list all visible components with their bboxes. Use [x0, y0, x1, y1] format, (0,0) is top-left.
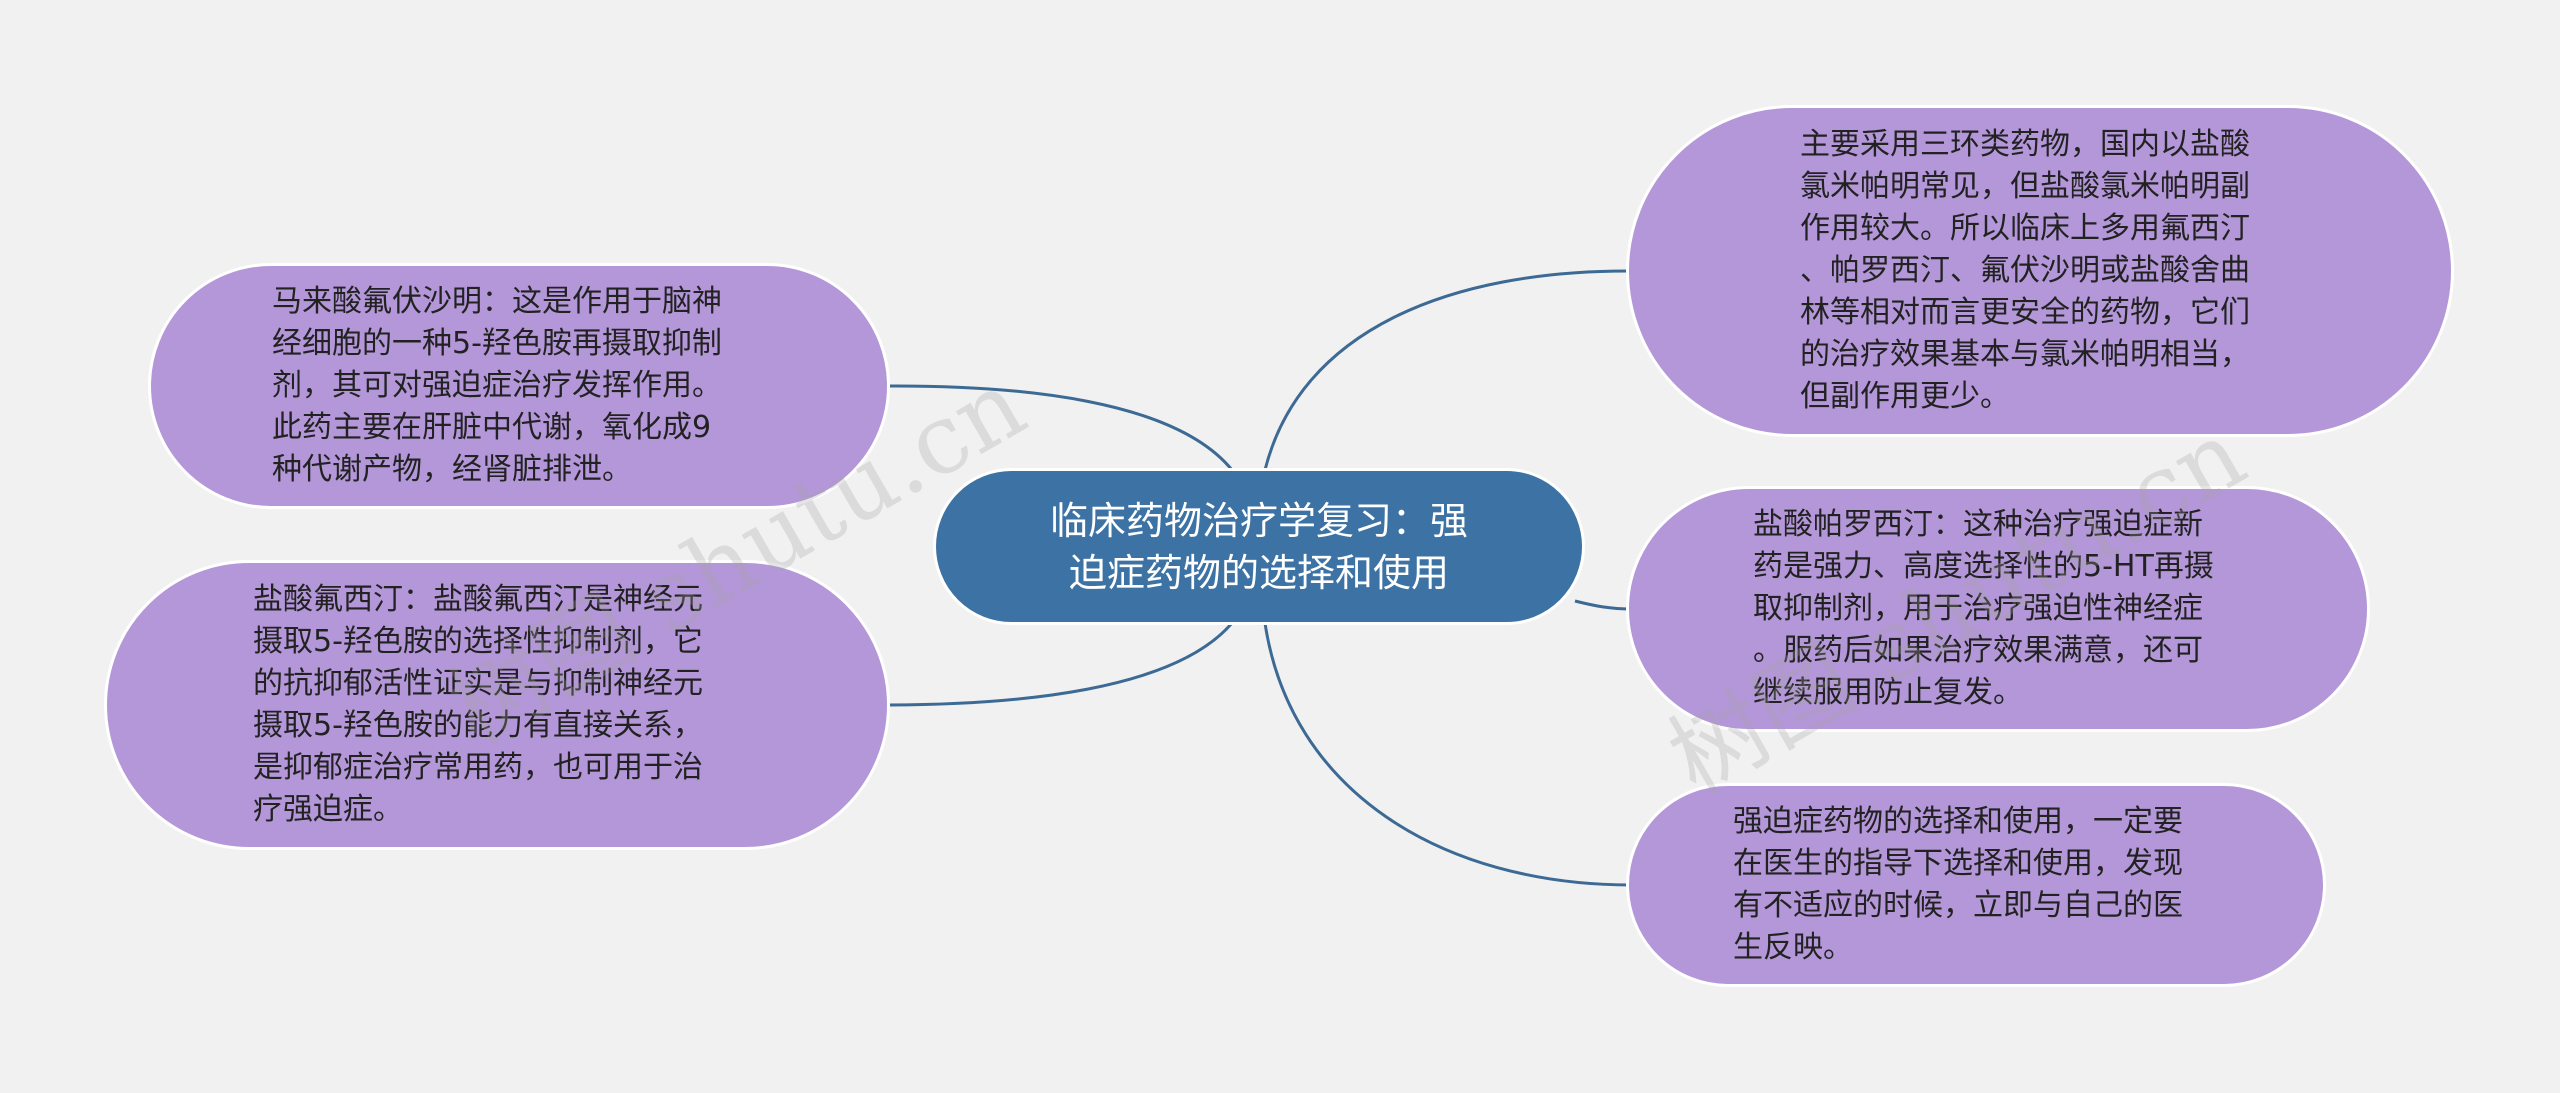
link-to-node-l2 — [883, 622, 1234, 707]
topic-node-text: 盐酸氟西汀：盐酸氟西汀是神经元 摄取5-羟色胺的选择性抑制剂，它 的抗抑郁活性证… — [253, 582, 703, 827]
central-topic-text: 临床药物治疗学复习：强 迫症药物的选择和使用 — [1049, 498, 1468, 595]
topic-node-text: 强迫症药物的选择和使用，一定要 在医生的指导下选择和使用，发现 有不适应的时候，… — [1733, 804, 2183, 965]
topic-node-fluvoxamine[interactable]: 马来酸氟伏沙明：这是作用于脑神 经细胞的一种5-羟色胺再摄取抑制 剂，其可对强迫… — [148, 263, 890, 509]
topic-node-text: 马来酸氟伏沙明：这是作用于脑神 经细胞的一种5-羟色胺再摄取抑制 剂，其可对强迫… — [272, 284, 722, 487]
link-to-node-r1 — [1263, 269, 1633, 471]
link-to-node-r2 — [1574, 599, 1633, 611]
link-to-node-r3 — [1263, 622, 1633, 887]
central-topic[interactable]: 临床药物治疗学复习：强 迫症药物的选择和使用 — [933, 468, 1585, 625]
topic-node-text: 盐酸帕罗西汀：这种治疗强迫症新 药是强力、高度选择性的5-HT再摄 取抑制剂，用… — [1753, 507, 2214, 710]
link-to-node-l1 — [883, 384, 1234, 471]
topic-node-paroxetine[interactable]: 盐酸帕罗西汀：这种治疗强迫症新 药是强力、高度选择性的5-HT再摄 取抑制剂，用… — [1626, 486, 2370, 732]
topic-node-tricyclic[interactable]: 主要采用三环类药物，国内以盐酸 氯米帕明常见，但盐酸氯米帕明副 作用较大。所以临… — [1626, 105, 2454, 437]
topic-node-text: 主要采用三环类药物，国内以盐酸 氯米帕明常见，但盐酸氯米帕明副 作用较大。所以临… — [1800, 127, 2250, 414]
topic-node-doctor-guidance[interactable]: 强迫症药物的选择和使用，一定要 在医生的指导下选择和使用，发现 有不适应的时候，… — [1626, 783, 2326, 987]
topic-node-fluoxetine[interactable]: 盐酸氟西汀：盐酸氟西汀是神经元 摄取5-羟色胺的选择性抑制剂，它 的抗抑郁活性证… — [104, 560, 890, 850]
